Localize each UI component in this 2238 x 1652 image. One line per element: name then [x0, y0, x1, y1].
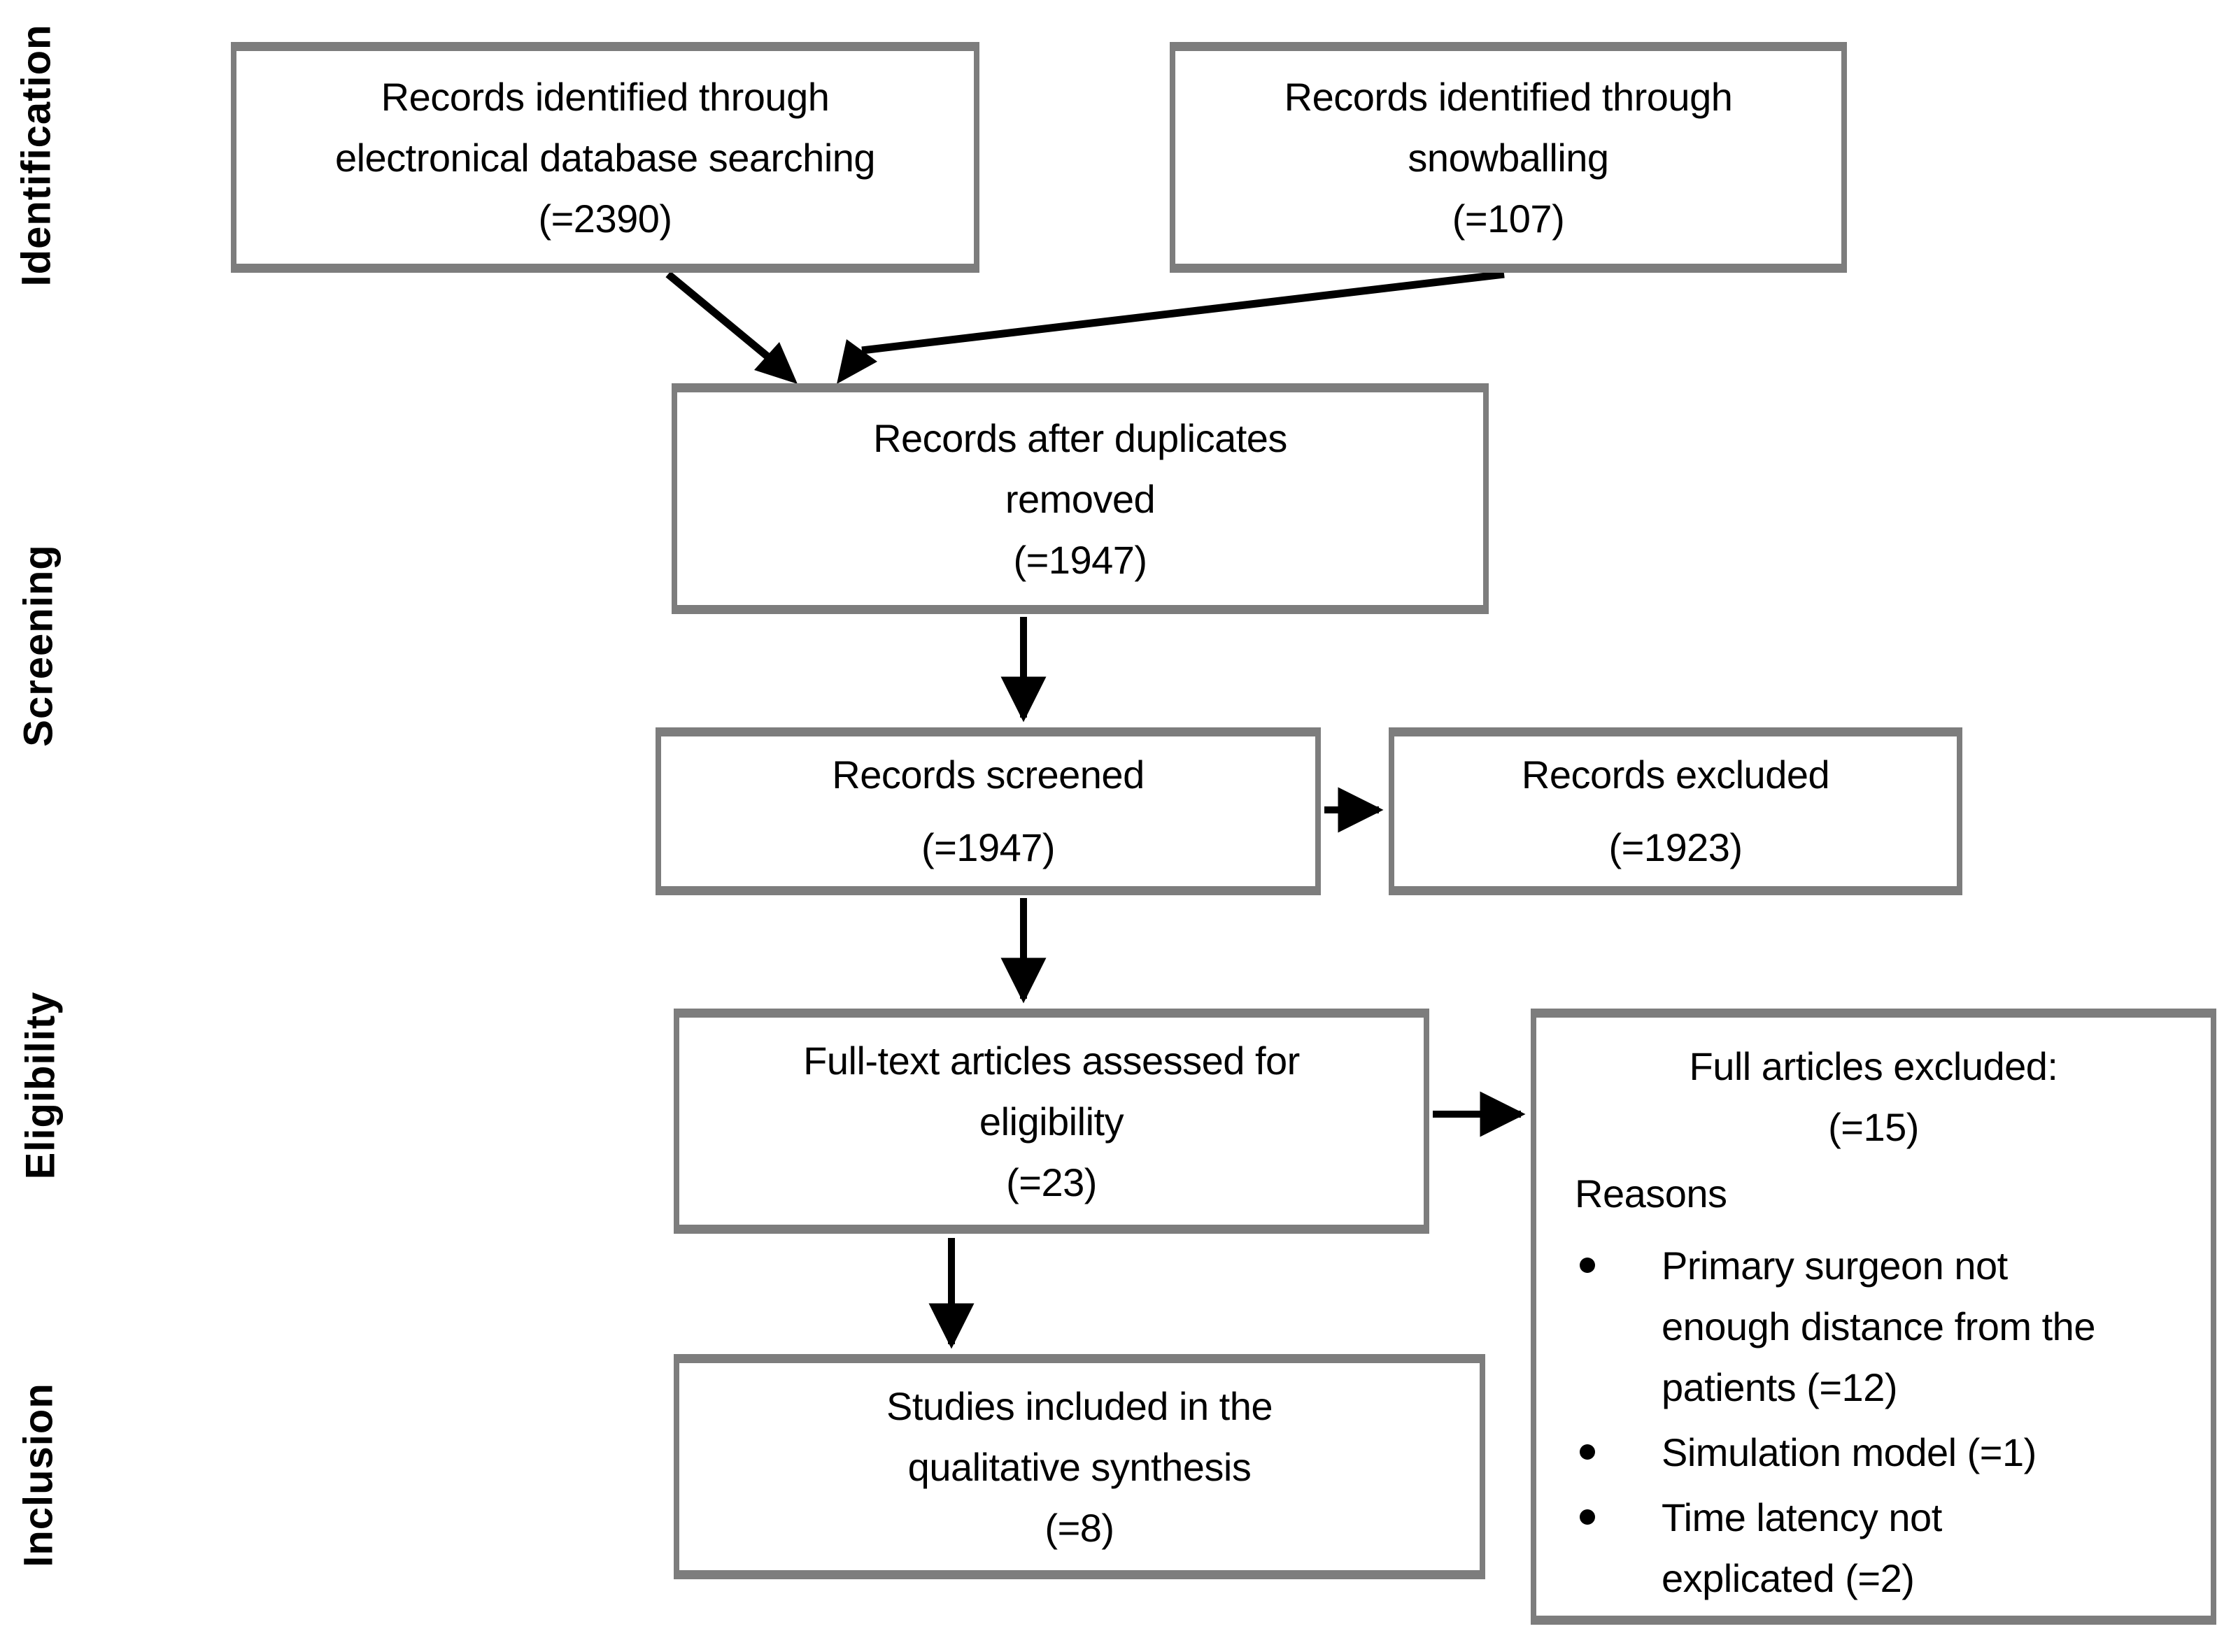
text-line: Records identified through	[1284, 74, 1733, 119]
stage-label-identification: Identification	[13, 24, 59, 287]
text-line: (=23)	[1006, 1160, 1097, 1204]
box-records-excluded: Records excluded (=1923)	[1389, 727, 1962, 895]
reasons-subtitle: Reasons	[1575, 1172, 1727, 1216]
box-full-articles-excluded-reasons: Full articles excluded: (=15) Reasons Pr…	[1531, 1009, 2216, 1625]
text-line: enough distance from the	[1662, 1304, 2095, 1348]
text-line: (=8)	[1044, 1505, 1114, 1550]
text-line: Records after duplicates	[873, 415, 1287, 460]
text-line: Records identified through	[381, 74, 830, 119]
arrowhead-database-to-duplicates-icon	[754, 342, 798, 384]
box-records-screened: Records screened (=1947)	[656, 727, 1321, 895]
reason-text: Primary surgeon not enough distance from…	[1662, 1235, 2095, 1418]
text-line: Primary surgeon not	[1662, 1244, 2008, 1288]
text-line: (=107)	[1452, 196, 1565, 241]
text-line: (=15)	[1828, 1105, 1919, 1149]
arrow-database-to-duplicates	[665, 271, 777, 365]
text-line: Studies included in the	[886, 1383, 1273, 1428]
box-fulltext-assessed: Full-text articles assessed for eligibil…	[674, 1009, 1429, 1234]
text-line: patients (=12)	[1662, 1365, 1897, 1409]
text-line: Full articles excluded:	[1689, 1044, 2058, 1088]
text-line: (=1947)	[1013, 537, 1147, 582]
bullet-icon	[1580, 1444, 1595, 1460]
text-line: Full-text articles assessed for	[803, 1038, 1300, 1083]
stage-label-eligibility: Eligibility	[17, 991, 64, 1180]
arrow-snowballing-to-duplicates	[861, 270, 1505, 355]
reason-list-item: Simulation model (=1)	[1536, 1422, 2211, 1483]
text-line: qualitative synthesis	[907, 1444, 1252, 1489]
stage-label-screening: Screening	[15, 544, 62, 747]
text-line: Simulation model (=1)	[1662, 1430, 2037, 1474]
text-line: Records screened	[832, 753, 1145, 797]
text-line: Records excluded	[1521, 753, 1830, 797]
text-line: (=2390)	[538, 196, 672, 241]
text-line: explicated (=2)	[1662, 1556, 1915, 1600]
text-line: Time latency not	[1662, 1495, 1942, 1539]
stage-label-inclusion: Inclusion	[15, 1383, 62, 1567]
reason-list-item: Primary surgeon not enough distance from…	[1536, 1235, 2211, 1418]
text-line: (=1923)	[1608, 825, 1743, 869]
reason-text: Simulation model (=1)	[1662, 1422, 2037, 1483]
reason-text: Time latency not explicated (=2)	[1662, 1487, 1942, 1609]
text-line: electronical database searching	[334, 135, 876, 180]
box-studies-included: Studies included in the qualitative synt…	[674, 1354, 1485, 1579]
box-records-database-search: Records identified through electronical …	[231, 42, 979, 273]
box-records-snowballing: Records identified through snowballing (…	[1170, 42, 1847, 273]
box-records-after-duplicates: Records after duplicates removed (=1947)	[672, 383, 1489, 614]
arrowhead-snowballing-to-duplicates-icon	[837, 339, 877, 384]
reason-list-item: Time latency not explicated (=2)	[1536, 1487, 2211, 1609]
text-line: eligibility	[979, 1099, 1124, 1144]
bullet-icon	[1580, 1509, 1595, 1525]
text-line: snowballing	[1408, 135, 1609, 180]
text-line: (=1947)	[921, 825, 1056, 869]
text-line: removed	[1005, 476, 1156, 521]
bullet-icon	[1580, 1258, 1595, 1273]
